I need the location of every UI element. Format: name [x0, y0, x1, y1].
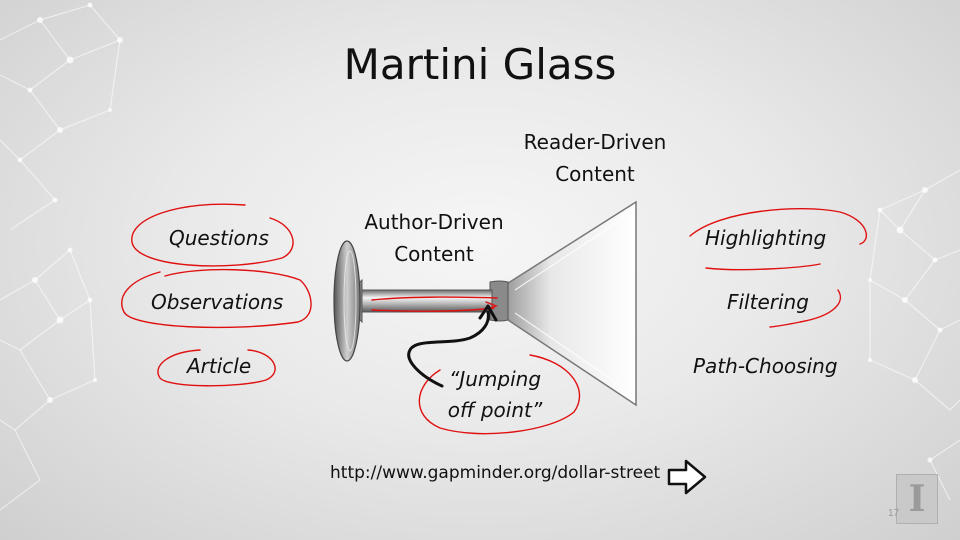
jumping-off-point-callout: “Jumping off point”	[420, 364, 570, 426]
author-label-line2: Content	[394, 242, 474, 266]
callout-arrow	[407, 310, 490, 388]
filtering-mark	[769, 289, 842, 328]
author-label-line1: Author-Driven	[364, 210, 504, 234]
university-logo: I	[896, 474, 938, 524]
logo-letter: I	[908, 478, 926, 520]
callout-line2: off point”	[447, 398, 543, 422]
article-circle	[157, 349, 276, 387]
left-item-questions: Questions	[169, 226, 269, 250]
stem-highlight	[371, 296, 499, 313]
slide-title: Martini Glass	[343, 40, 617, 89]
page-number: 17	[888, 508, 900, 519]
right-item-highlighting: Highlighting	[705, 226, 827, 250]
dollar-street-link[interactable]: http://www.gapminder.org/dollar-street	[330, 463, 661, 483]
reader-label-line1: Reader-Driven	[523, 130, 667, 154]
right-arrow-icon[interactable]	[666, 458, 708, 496]
right-item-filtering: Filtering	[727, 290, 809, 314]
author-driven-label: Author-Driven Content	[344, 206, 524, 270]
callout-arrowhead-icon	[478, 304, 498, 322]
right-item-path-choosing: Path-Choosing	[693, 354, 838, 378]
highlighting-mark	[689, 208, 868, 271]
left-item-observations: Observations	[151, 290, 284, 314]
jumping-circle	[418, 354, 581, 435]
reader-driven-label: Reader-Driven Content	[500, 126, 690, 190]
observations-circle	[121, 268, 312, 329]
reader-label-line2: Content	[555, 162, 635, 186]
left-item-article: Article	[187, 354, 252, 378]
callout-line1: “Jumping	[448, 367, 542, 391]
questions-circle	[131, 203, 294, 267]
